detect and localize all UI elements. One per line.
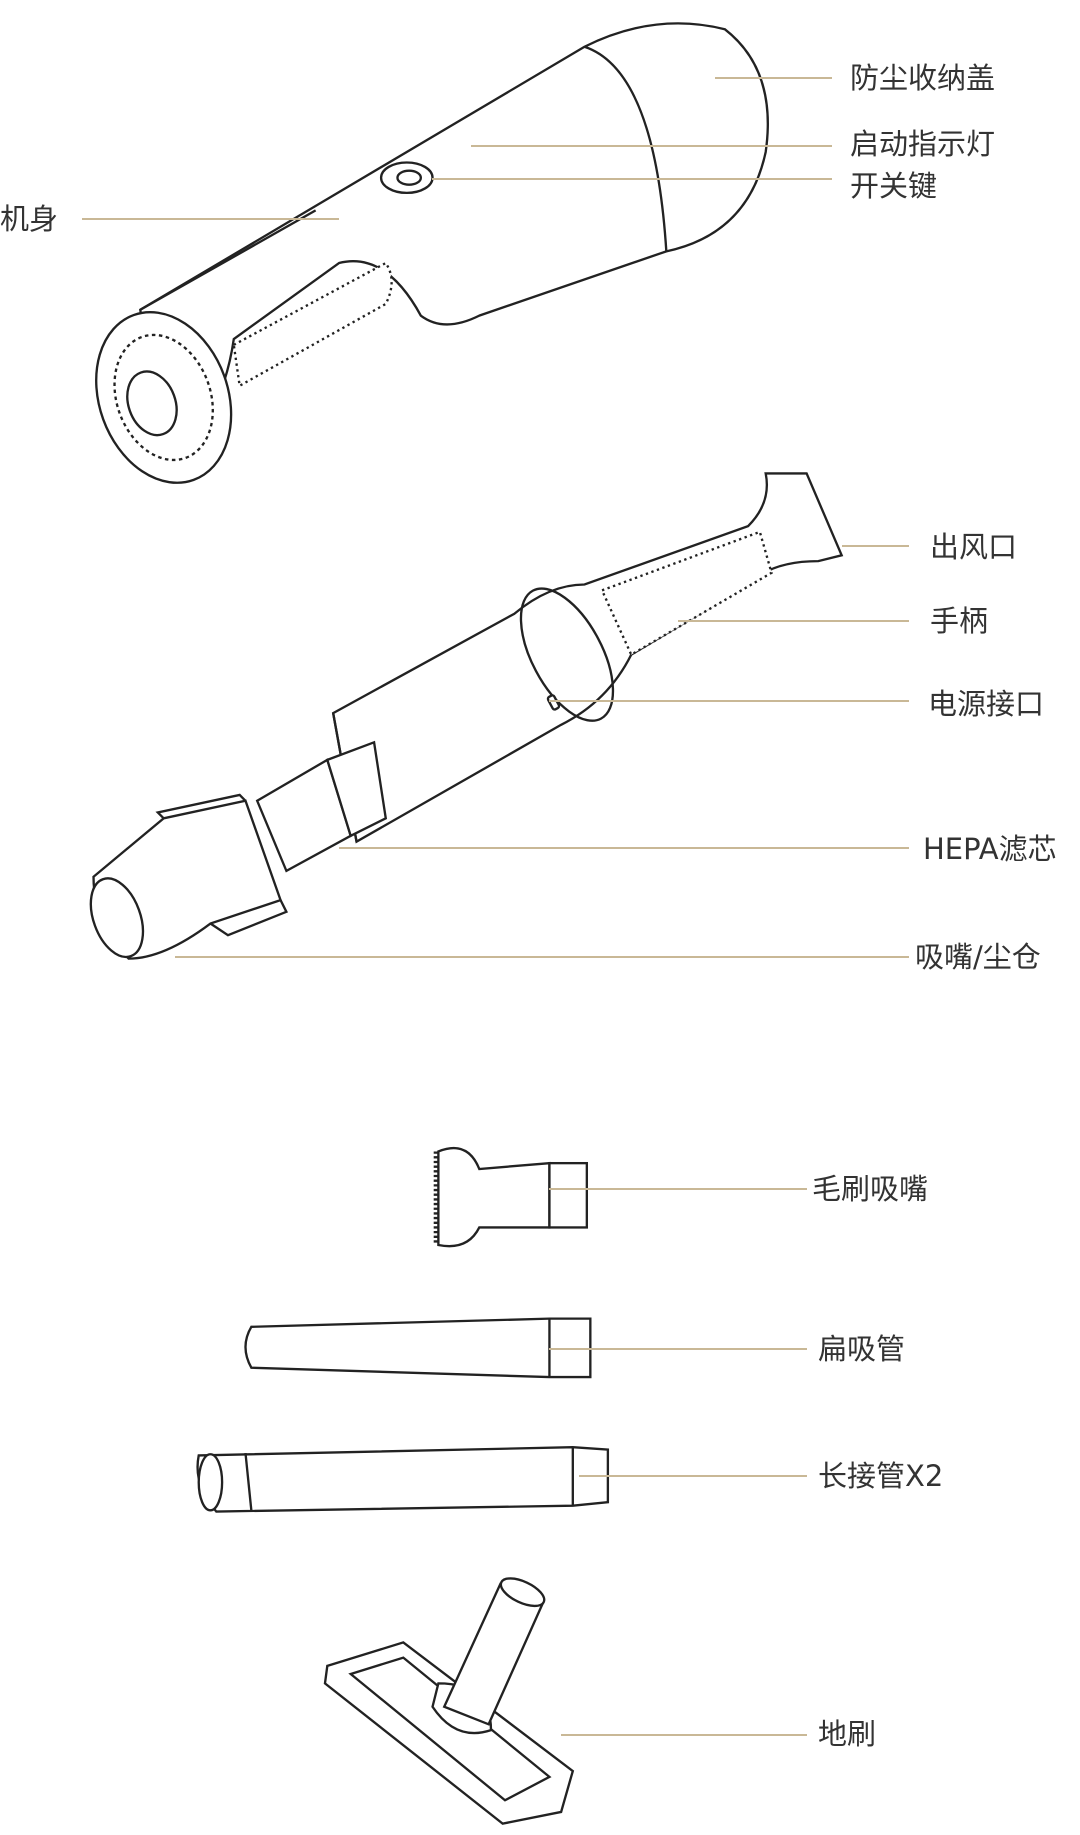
- vacuum-body-drawing: [95, 22, 769, 484]
- label-nozzle-dust-bin: 吸嘴/尘仓: [915, 940, 1041, 974]
- leader-floor-brush: [561, 1734, 807, 1736]
- label-body: 机身: [0, 202, 59, 236]
- label-indicator-light: 启动指示灯: [850, 127, 996, 161]
- leader-hepa-filter: [339, 847, 909, 849]
- label-brush-nozzle: 毛刷吸嘴: [812, 1172, 929, 1206]
- leader-nozzle-dust-bin: [175, 956, 909, 958]
- leader-power-switch: [432, 178, 832, 180]
- floor-brush-drawing: [323, 1577, 575, 1825]
- nozzle-dust-bin-drawing: [89, 793, 289, 960]
- leader-flat-nozzle: [549, 1348, 807, 1350]
- label-dust-cover: 防尘收纳盖: [850, 61, 996, 95]
- label-hepa-filter: HEPA滤芯: [923, 832, 1057, 866]
- label-flat-nozzle: 扁吸管: [818, 1332, 906, 1366]
- handle-motor-drawing: [255, 472, 844, 873]
- label-power-switch: 开关键: [850, 169, 938, 203]
- leader-indicator-light: [471, 145, 832, 147]
- label-extension-tube: 长接管X2: [818, 1459, 944, 1493]
- leader-charging-port: [549, 700, 909, 702]
- extension-tube-drawing: [196, 1446, 610, 1513]
- label-air-outlet: 出风口: [930, 530, 1018, 564]
- leader-extension-tube: [579, 1475, 807, 1477]
- label-floor-brush: 地刷: [818, 1717, 877, 1751]
- leader-dust-cover: [715, 77, 832, 79]
- leader-air-outlet: [842, 545, 909, 547]
- leader-brush-nozzle: [549, 1188, 807, 1190]
- label-charging-port: 电源接口: [928, 687, 1045, 721]
- label-handle: 手柄: [930, 604, 989, 638]
- leader-handle: [678, 620, 909, 622]
- leader-body: [82, 218, 339, 220]
- flat-nozzle-drawing: [244, 1317, 592, 1379]
- brush-nozzle-drawing: [433, 1147, 589, 1248]
